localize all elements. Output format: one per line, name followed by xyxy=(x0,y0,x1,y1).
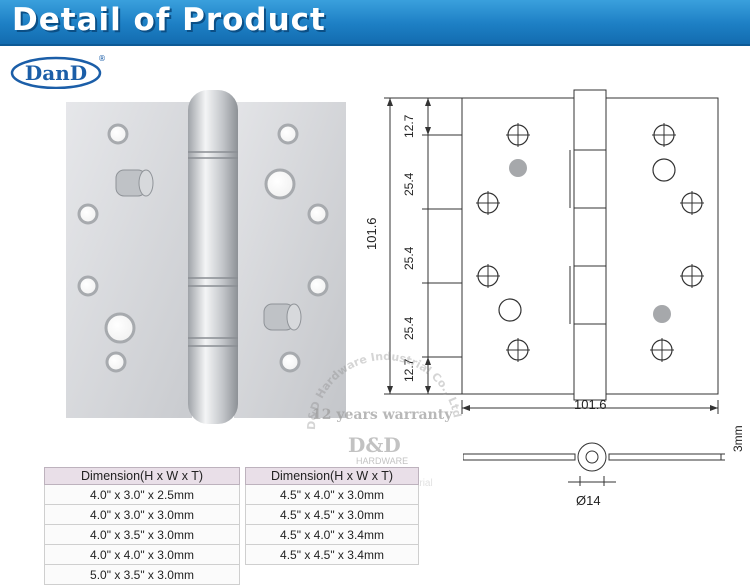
dim-label-height: 101.6 xyxy=(364,217,379,250)
watermark-warranty: 12 years warranty xyxy=(312,407,453,423)
dimension-table-2: Dimension(H x W x T) 4.5" x 4.0" x 3.0mm… xyxy=(245,467,419,565)
technical-drawing xyxy=(370,88,750,420)
table-row: 5.0" x 3.5" x 3.0mm xyxy=(44,564,240,585)
hinge-photo xyxy=(56,88,352,428)
table-row: 4.0" x 3.0" x 3.0mm xyxy=(44,504,240,525)
brand-logo: DanD ® xyxy=(10,53,106,90)
table-row: 4.5" x 4.0" x 3.4mm xyxy=(245,524,419,545)
table-row: 4.5" x 4.5" x 3.4mm xyxy=(245,544,419,565)
table-row: 4.0" x 4.0" x 3.0mm xyxy=(44,544,240,565)
section-view xyxy=(462,440,733,520)
dim-label-seg1: 25.4 xyxy=(402,172,416,196)
svg-text:DanD: DanD xyxy=(25,61,87,85)
dim-label-seg3: 25.4 xyxy=(402,316,416,340)
svg-text:®: ® xyxy=(98,54,106,63)
dim-label-top: 12.7 xyxy=(402,114,416,138)
dim-label-thickness: 3mm xyxy=(731,425,745,452)
watermark-brand: D&D xyxy=(348,433,401,457)
table-row: 4.5" x 4.0" x 3.0mm xyxy=(245,484,419,505)
table-header: Dimension(H x W x T) xyxy=(245,467,419,485)
watermark-seal: D&D Hardware Industrial Co., Ltd xyxy=(295,340,475,500)
table-row: 4.0" x 3.5" x 3.0mm xyxy=(44,524,240,545)
table-row: 4.5" x 4.5" x 3.0mm xyxy=(245,504,419,525)
dim-label-seg2: 25.4 xyxy=(402,246,416,270)
page-title: Detail of Product xyxy=(12,2,326,38)
dim-label-width: 101.6 xyxy=(574,397,607,412)
watermark-sub: HARDWARE xyxy=(356,456,409,466)
dimension-table-1: Dimension(H x W x T) 4.0" x 3.0" x 2.5mm… xyxy=(44,467,240,585)
dim-label-knuckle: Ø14 xyxy=(576,493,601,508)
table-header: Dimension(H x W x T) xyxy=(44,467,240,485)
table-row: 4.0" x 3.0" x 2.5mm xyxy=(44,484,240,505)
header-banner: Detail of Product xyxy=(0,0,750,46)
